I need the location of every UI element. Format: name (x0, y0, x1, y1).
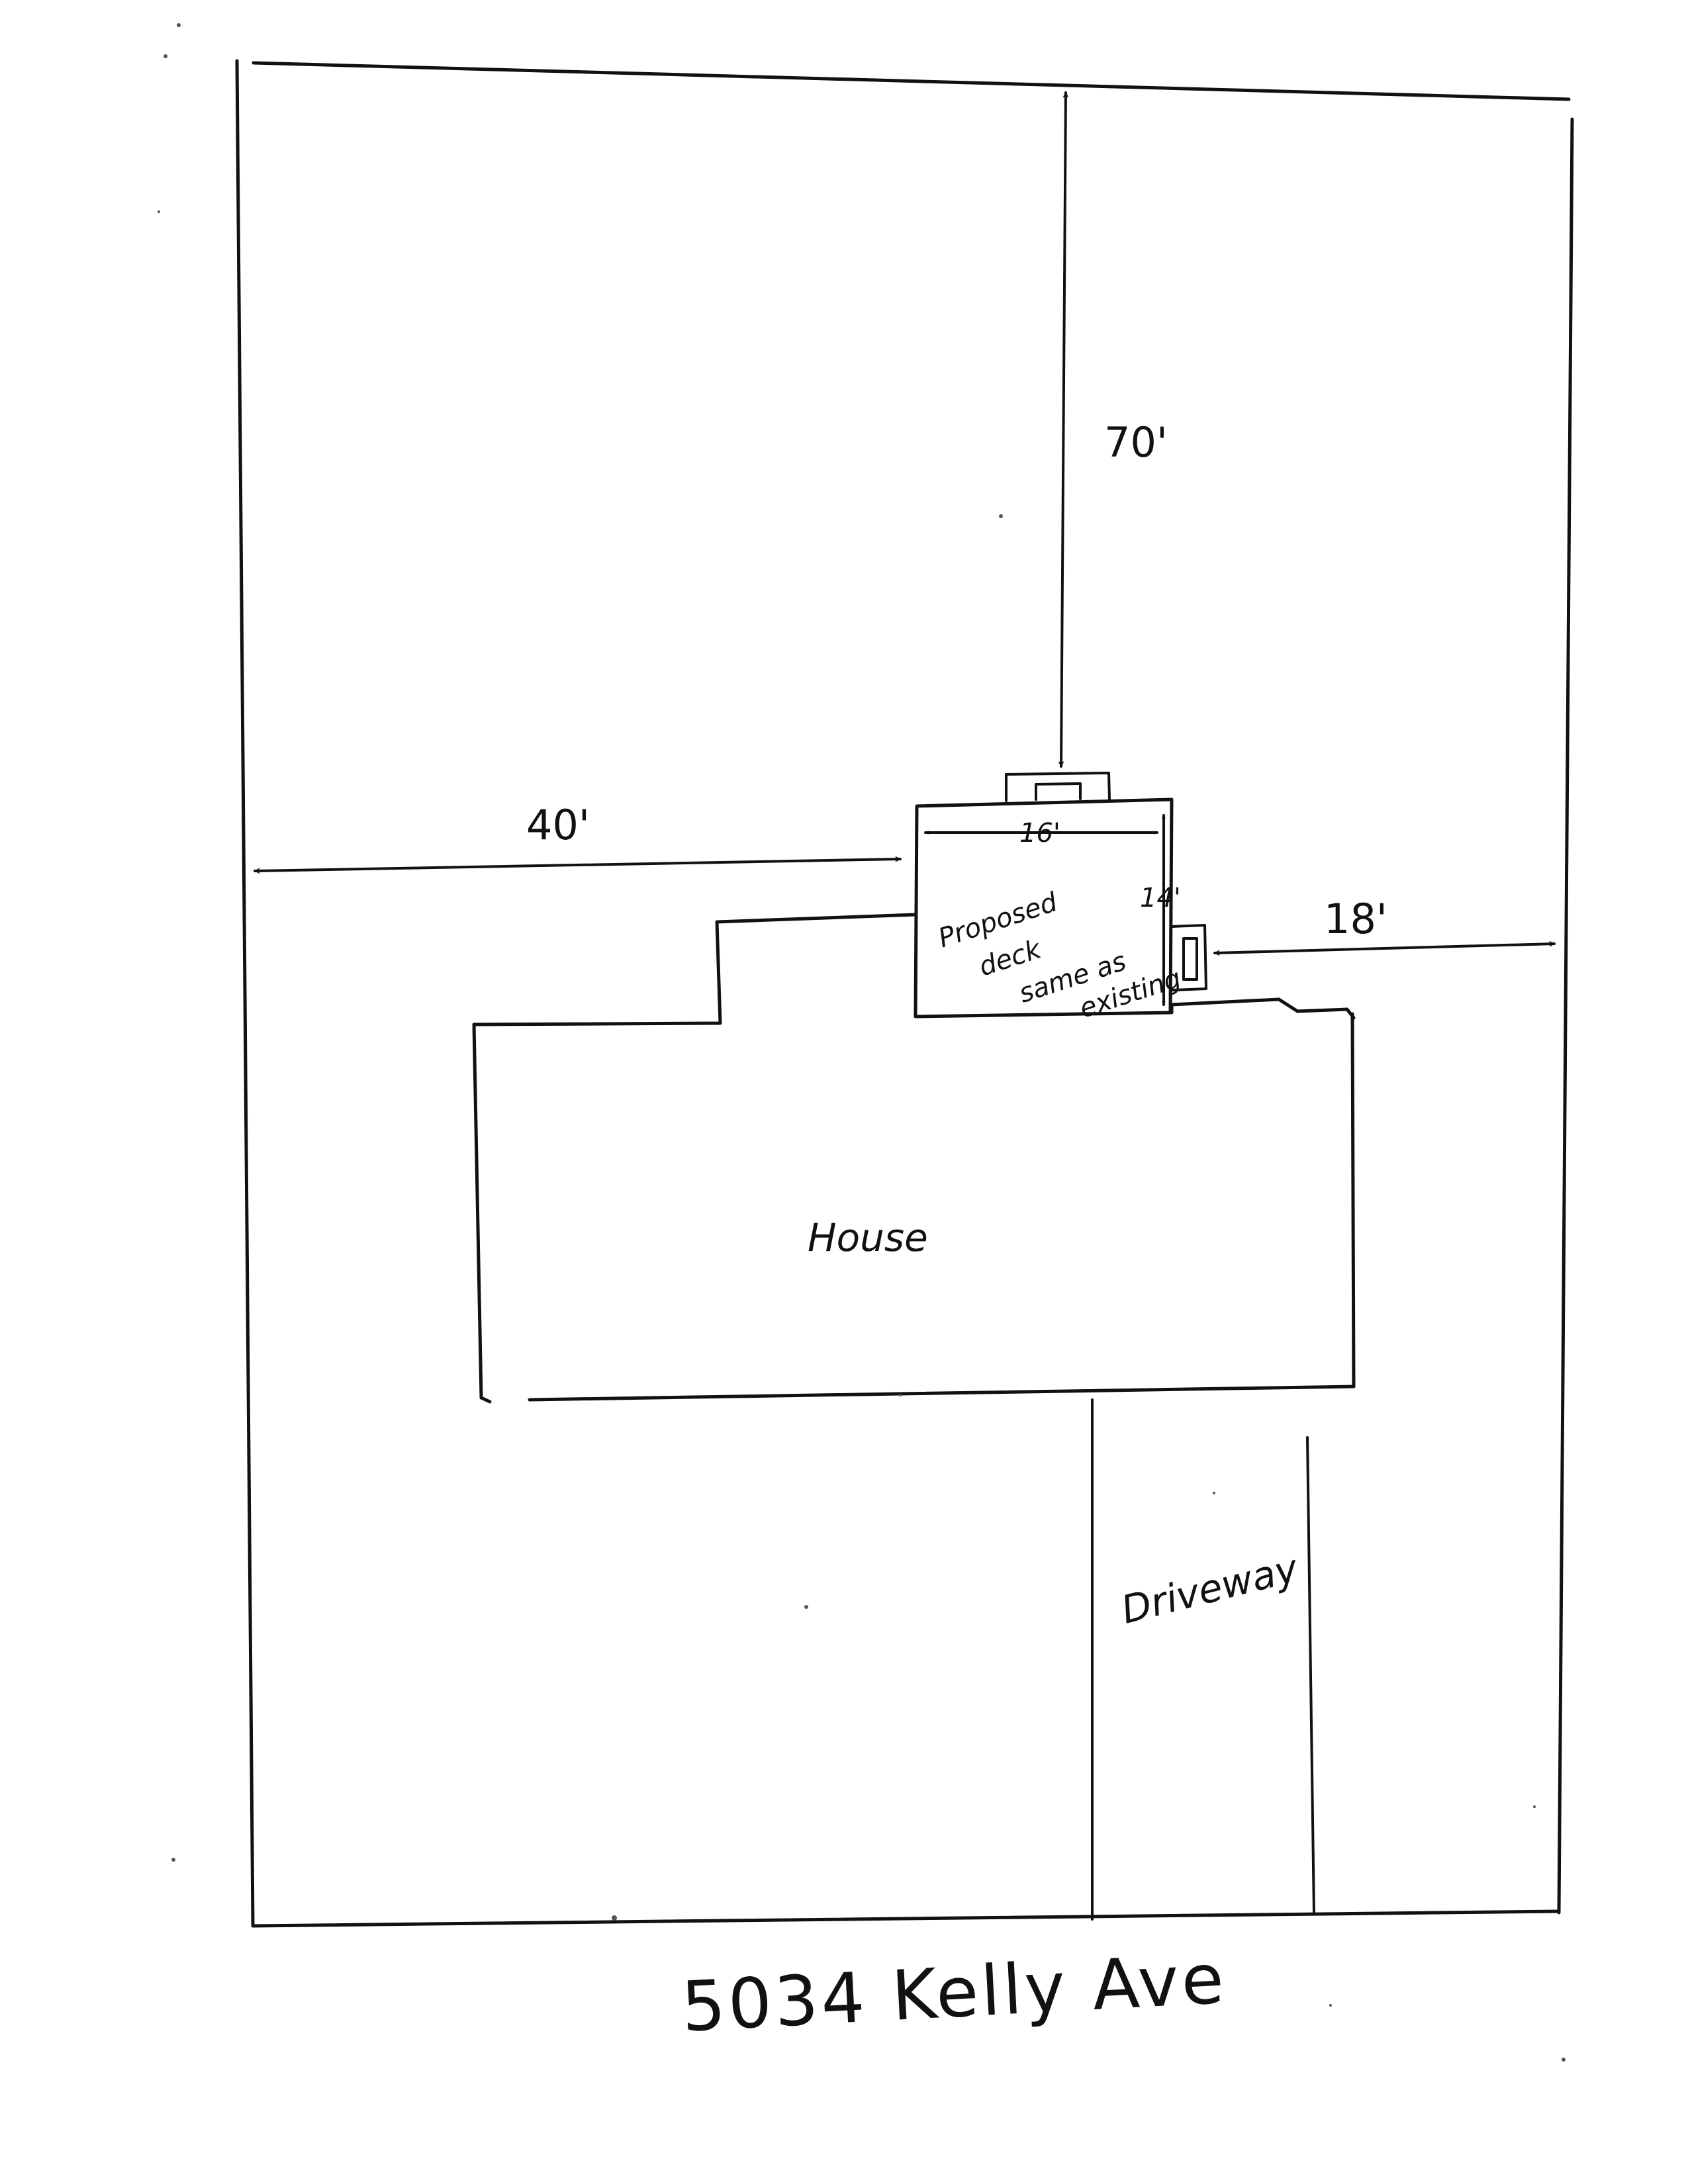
scan-specks (158, 23, 1566, 2062)
deck-note-line-1: Proposed (935, 887, 1061, 954)
house-outline (472, 913, 1356, 1404)
right-setback-label: 18' (1324, 895, 1387, 943)
driveway-label: Driveway (1117, 1545, 1303, 1633)
address-label: 5034 Kelly Ave (680, 1938, 1229, 2048)
house-label: House (808, 1215, 928, 1260)
deck-width-label: 16' (1019, 818, 1060, 848)
deck-outline (914, 772, 1207, 1019)
property-boundary (235, 59, 1574, 1928)
left-setback-arrow (254, 859, 902, 871)
rear-setback-label: 70' (1104, 418, 1168, 467)
rear-setback-arrow (1061, 91, 1066, 768)
right-setback-arrow (1213, 944, 1556, 953)
driveway-lines (1091, 1398, 1315, 1921)
left-setback-label: 40' (526, 801, 590, 849)
deck-depth-label: 14' (1140, 883, 1181, 913)
